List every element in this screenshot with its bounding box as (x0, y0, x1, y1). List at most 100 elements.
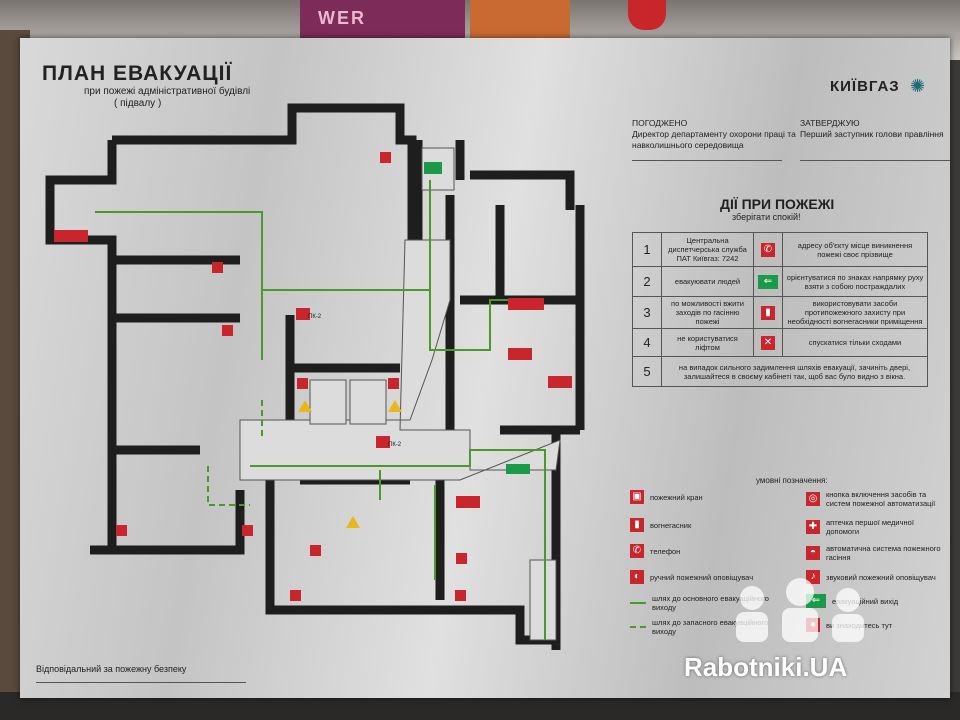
voltage-hazard-icon (298, 400, 312, 412)
corridors (239, 147, 561, 641)
actions-title: ДІЇ ПРИ ПОЖЕЖІ (720, 196, 835, 212)
elevator (349, 379, 387, 425)
approval-right-heading: ЗАТВЕРДЖУЮ (800, 118, 860, 128)
building-walls (45, 103, 585, 650)
legend-label: телефон (650, 546, 681, 556)
table-row: 3 по можливості вжити заходів по гасінню… (632, 296, 928, 329)
hydrant-label: ПК-2 (388, 442, 402, 448)
logo-flame-icon: ✺ (910, 76, 926, 96)
actions-subtitle: зберігати спокій! (732, 212, 801, 222)
legend-label: автоматична система пожежного гасіння (826, 544, 941, 562)
phone-icon: ✆ (753, 232, 783, 267)
extinguisher-icon: ▮ (753, 296, 783, 329)
wall-west (45, 140, 117, 555)
phone-icon: ✆ (630, 544, 644, 558)
spare-route-line (207, 466, 250, 506)
row-detail: адресу об'єкту місце виникнення пожежі с… (782, 232, 928, 267)
extinguisher-icon: ▮ (630, 518, 644, 532)
row-detail: спускатися тільки сходами (782, 328, 928, 357)
company-logo: КИЇВГАЗ (830, 78, 900, 95)
exit-icon (424, 162, 442, 174)
sound-alarm-icon: ♪ (806, 570, 820, 584)
legend-label: шлях до запасного евакуаційного виходу (652, 618, 769, 636)
extinguisher-icon (212, 262, 223, 273)
extinguisher-icon (380, 152, 391, 163)
row-detail: на випадок сильного задимлення шляхів ев… (661, 356, 928, 387)
legend-label: вогнегасник (650, 520, 692, 530)
elevator (309, 379, 347, 425)
fire-equipment-icon (456, 496, 480, 508)
evacuation-routes (95, 180, 546, 640)
extinguisher-icon (297, 378, 308, 389)
extinguisher-icon (222, 325, 233, 336)
extinguisher-icon (388, 378, 399, 389)
legend-item: шлях до основного евакуаційного виходу (630, 594, 790, 612)
table-row: 4 не користуватися ліфтом ✕ спускатися т… (632, 328, 928, 357)
fire-hydrant-icon (296, 308, 310, 320)
extinguisher-icon (290, 590, 301, 601)
row-number: 4 (632, 328, 662, 357)
fire-equipment-icon (508, 348, 532, 360)
fire-equipment-icon (508, 298, 544, 310)
legend-item: ◓ автоматична система пожежного гасіння (806, 544, 946, 562)
approval-right-text: Перший заступник голови правління (800, 129, 944, 139)
no-elevator-icon: ✕ (753, 328, 783, 357)
fire-actions-table: 1 Центральна диспетчерська служба ПАТ Ки… (632, 232, 928, 387)
approval-right: ЗАТВЕРДЖУЮ Перший заступник голови правл… (800, 118, 950, 140)
wall-south (265, 480, 560, 645)
main-route-line (95, 180, 431, 291)
spare-route-icon (630, 626, 646, 628)
row-detail: орієнтуватися по знаках напрямку руху вз… (782, 266, 928, 297)
fire-equipment-icon (548, 376, 572, 388)
manual-alarm-icon: ◐ (630, 570, 644, 584)
responsible-label: Відповідальний за пожежну безпеку (36, 664, 187, 674)
auto-extinguish-icon: ◓ (806, 546, 820, 560)
plan-subtitle-floor: ( підвалу ) (114, 98, 162, 109)
voltage-hazard-icon (346, 516, 360, 528)
legend-item: ◎кнопка включення засобів та систем поже… (806, 490, 946, 508)
table-row: 5 на випадок сильного задимлення шляхів … (632, 356, 928, 387)
approval-left: ПОГОДЖЕНО Директор департаменту охорони … (632, 118, 802, 151)
exit-icon (506, 464, 530, 474)
extinguisher-icon (310, 545, 321, 556)
legend-label: пожежний кран (650, 492, 703, 502)
legend-item: шлях до запасного евакуаційного виходу (630, 618, 790, 636)
watermark-text: Rabotniki.UA (684, 652, 848, 682)
legend-label: аптечка першої медичної допомоги (826, 518, 914, 536)
south-stairs (529, 559, 557, 641)
fire-hydrant-icon (376, 436, 390, 448)
row-number: 3 (632, 296, 662, 329)
table-row: 2 евакуювати людей ⇐ орієнтуватися по зн… (632, 266, 928, 297)
hydrant-label: ПК-2 (308, 314, 322, 320)
main-route-icon (630, 602, 646, 604)
legend-label: кнопка включення засобів та систем пожеж… (826, 490, 936, 508)
plan-subtitle: при пожежі адміністративної будівлі (84, 86, 251, 97)
evacuation-plan-plate: ПЛАН ЕВАКУАЦІЇ при пожежі адміністративн… (20, 38, 950, 698)
row-action: по можливості вжити заходів по гасінню п… (661, 296, 754, 329)
hazard-signs (298, 400, 402, 528)
signature-line-left (632, 160, 782, 161)
legend-label: звуковий пожежний оповіщувач (826, 572, 936, 582)
wall-south-west (90, 490, 245, 555)
row-action: не користуватися ліфтом (661, 328, 754, 357)
extinguisher-icon (455, 590, 466, 601)
extinguisher-icon (116, 525, 127, 536)
background-red-object (628, 0, 666, 30)
fire-equipment-icon (54, 230, 88, 242)
legend-item: ✆ телефон (630, 544, 790, 558)
main-route-line (429, 290, 540, 351)
watermark-workers-icon (736, 578, 864, 642)
approval-left-heading: ПОГОДЖЕНО (632, 118, 688, 128)
background-poster: WER (300, 0, 465, 38)
legend-item: ◐ ручний пожежний оповіщувач (630, 570, 790, 584)
table-row: 1 Центральна диспетчерська служба ПАТ Ки… (632, 232, 928, 267)
legend-label: ручний пожежний оповіщувач (650, 572, 754, 582)
row-number: 5 (632, 356, 662, 387)
legend-item: ✚ аптечка першої медичної допомоги (806, 518, 946, 536)
signature-line-right (800, 160, 950, 161)
legend-item: ♪ звуковий пожежний оповіщувач (806, 570, 946, 584)
approval-left-text: Директор департаменту охорони праці та н… (632, 129, 796, 150)
first-aid-icon: ✚ (806, 520, 820, 534)
legend-item: ▮ вогнегасник (630, 518, 790, 532)
responsible-signature-line (36, 682, 246, 683)
